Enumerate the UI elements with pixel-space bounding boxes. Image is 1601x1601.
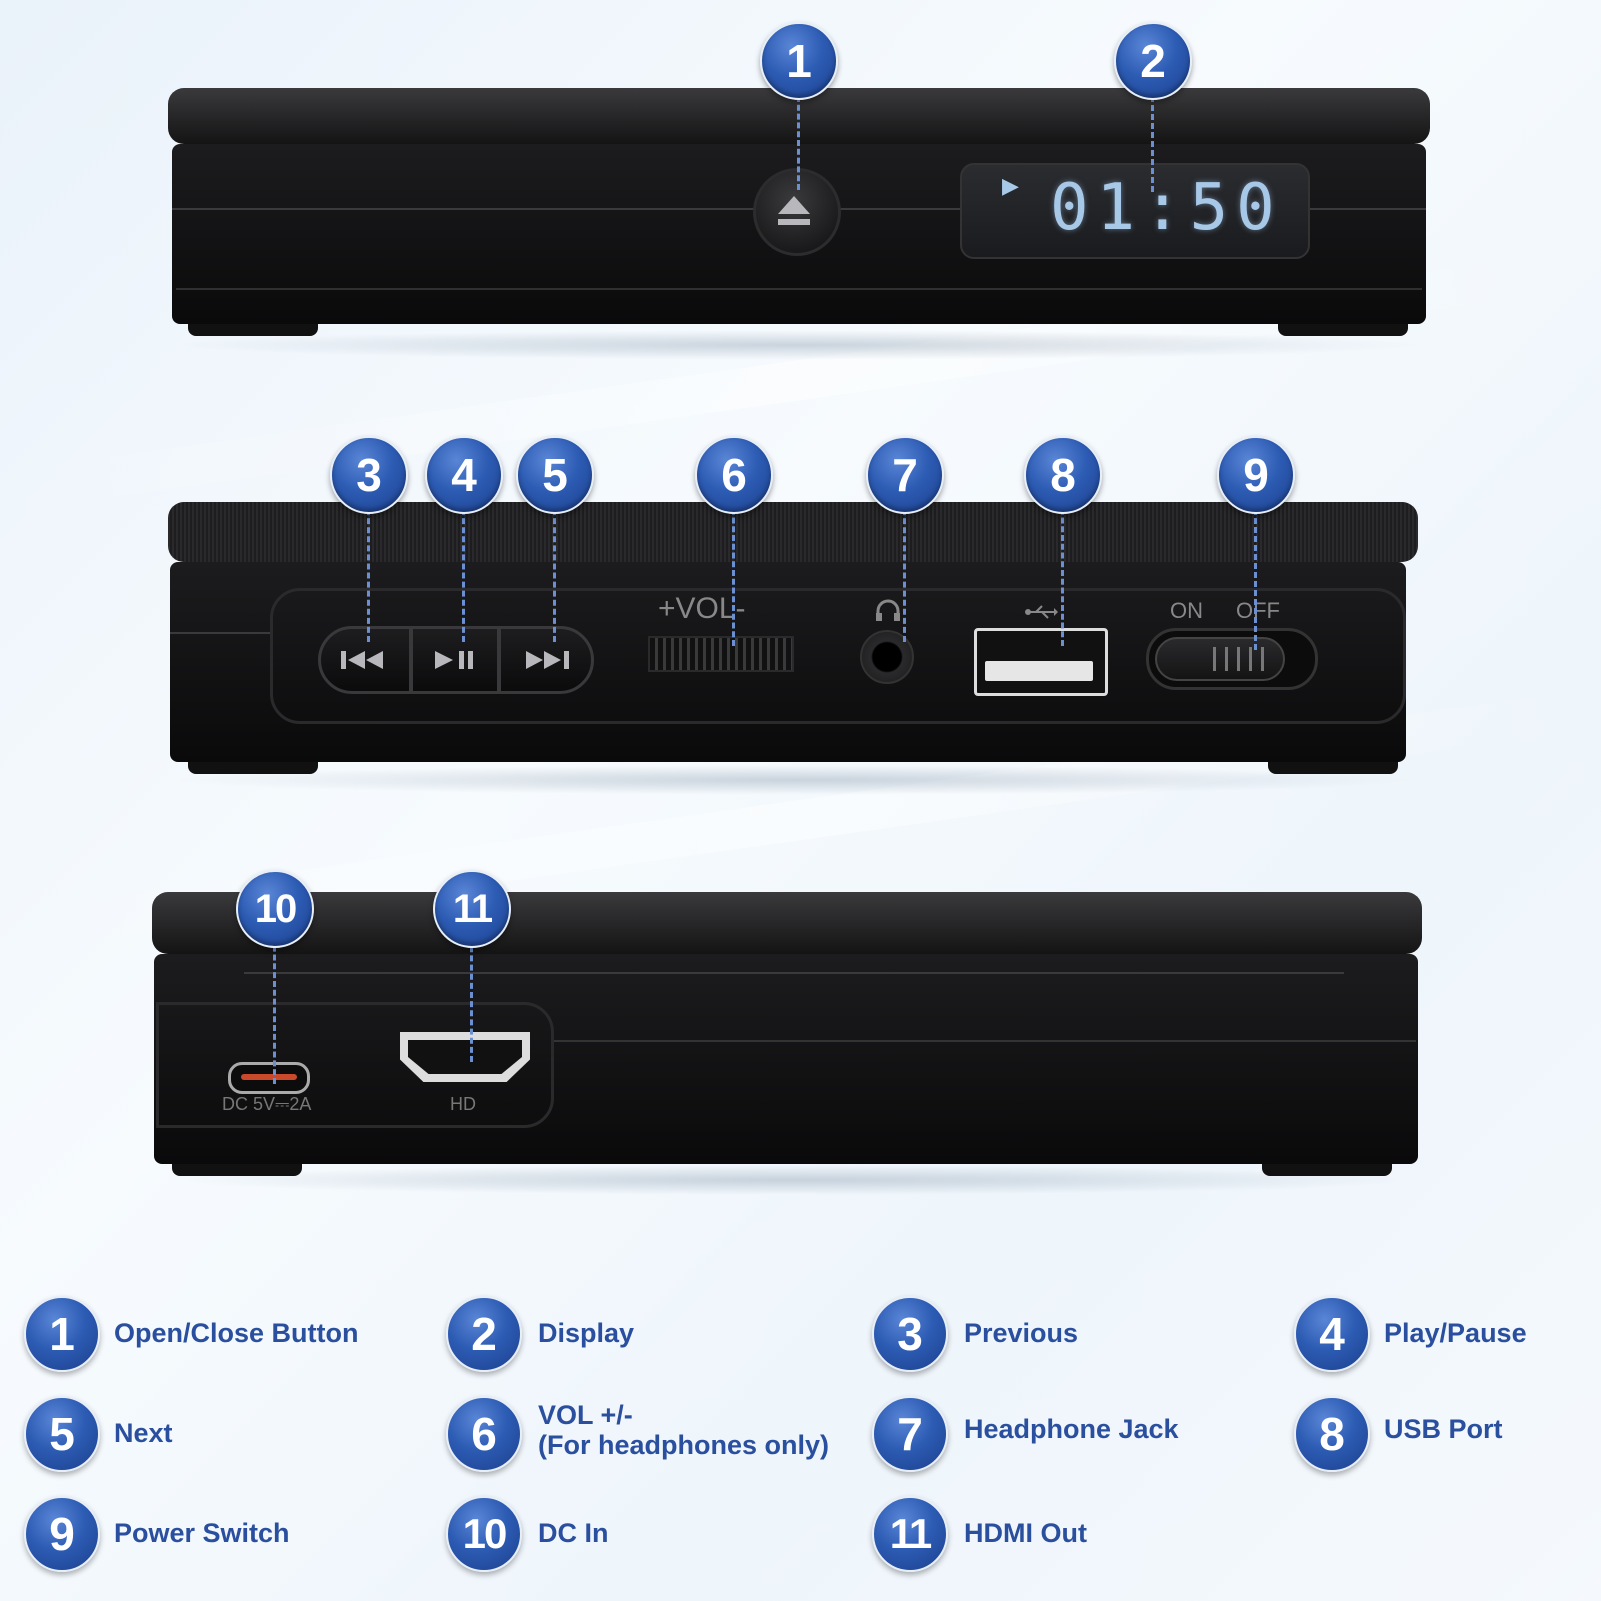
- lcd-display: ▶ 01:50: [960, 163, 1310, 259]
- control-panel: [270, 588, 1406, 724]
- legend-label: VOL +/-: [538, 1400, 633, 1430]
- legend-number: 10: [446, 1496, 522, 1572]
- vol-marking: +VOL-: [658, 592, 746, 625]
- callout-line: [903, 500, 906, 642]
- play-pause-button[interactable]: [410, 626, 500, 694]
- device-shadow: [160, 1165, 1420, 1195]
- legend-number: 2: [446, 1296, 522, 1372]
- eject-button[interactable]: [753, 168, 841, 256]
- callout-line: [462, 500, 465, 642]
- device-shadow: [170, 330, 1430, 360]
- callout-line: [1061, 500, 1064, 646]
- legend-label: DC In: [538, 1518, 609, 1548]
- device-foot: [188, 324, 318, 336]
- transport-buttons: [318, 626, 598, 694]
- next-button[interactable]: [498, 626, 594, 694]
- legend-number: 4: [1294, 1296, 1370, 1372]
- device-foot: [1262, 1164, 1392, 1176]
- device-shadow: [170, 765, 1420, 795]
- legend-number: 3: [872, 1296, 948, 1372]
- callout-line: [797, 96, 800, 190]
- callout-line: [1151, 96, 1154, 192]
- dc-in-port[interactable]: [228, 1062, 310, 1094]
- callout-4: 4: [425, 436, 503, 514]
- callout-1: 1: [760, 22, 838, 100]
- play-pause-icon: [435, 651, 473, 669]
- legend-number: 5: [24, 1396, 100, 1472]
- legend-number: 8: [1294, 1396, 1370, 1472]
- device-foot: [1278, 324, 1408, 336]
- hd-marking: HD: [450, 1094, 476, 1114]
- hdmi-out-port-inner: [408, 1040, 522, 1074]
- callout-2: 2: [1114, 22, 1192, 100]
- lcd-play-indicator: ▶: [1002, 173, 1019, 198]
- dc-marking: DC 5V⎓2A: [222, 1094, 312, 1114]
- power-switch[interactable]: [1146, 628, 1318, 690]
- previous-icon: [341, 651, 383, 669]
- lcd-time: 01:50: [1050, 171, 1283, 245]
- device-body: [154, 954, 1418, 1164]
- callout-5: 5: [516, 436, 594, 514]
- legend-number: 11: [872, 1496, 948, 1572]
- hdmi-out-port[interactable]: [400, 1032, 530, 1082]
- callout-8: 8: [1024, 436, 1102, 514]
- device-groove: [170, 632, 270, 634]
- legend-number: 7: [872, 1396, 948, 1472]
- callout-line: [1254, 500, 1257, 650]
- device-foot: [1268, 762, 1398, 774]
- callout-line: [273, 928, 276, 1084]
- device-groove: [552, 1040, 1416, 1042]
- callout-3: 3: [330, 436, 408, 514]
- legend-label: Power Switch: [114, 1518, 290, 1548]
- next-icon: [526, 651, 569, 669]
- legend-number: 1: [24, 1296, 100, 1372]
- usb-icon: [1025, 605, 1058, 619]
- device-front-view: +VOL- ON OFF: [168, 490, 1418, 780]
- legend-label: Next: [114, 1418, 173, 1448]
- usb-port-tongue: [985, 661, 1093, 681]
- device-foot: [172, 1164, 302, 1176]
- device-foot: [188, 762, 318, 774]
- legend-label: Headphone Jack: [964, 1414, 1179, 1444]
- callout-line: [470, 928, 473, 1062]
- legend-label: Play/Pause: [1384, 1318, 1527, 1348]
- eject-icon: [778, 196, 810, 225]
- legend-number: 6: [446, 1396, 522, 1472]
- usb-port[interactable]: [974, 628, 1108, 696]
- dc-in-port-tongue: [241, 1074, 297, 1080]
- power-on-label: ON: [1170, 598, 1203, 623]
- headphone-icon: [876, 599, 900, 621]
- callout-9: 9: [1217, 436, 1295, 514]
- legend-label: Display: [538, 1318, 635, 1348]
- callout-line: [732, 500, 735, 646]
- legend-label: HDMI Out: [964, 1518, 1087, 1548]
- device-side-view: DC 5V⎓2A HD: [152, 890, 1422, 1180]
- port-panel: [156, 1002, 554, 1128]
- device-lid: [152, 892, 1422, 954]
- power-switch-slider: [1155, 637, 1285, 681]
- legend-label-note: (For headphones only): [538, 1430, 830, 1460]
- volume-wheel[interactable]: [648, 636, 794, 672]
- callout-10: 10: [236, 870, 314, 948]
- power-off-label: OFF: [1236, 598, 1280, 623]
- legend-label: Open/Close Button: [114, 1318, 359, 1348]
- callout-6: 6: [695, 436, 773, 514]
- power-switch-grip: [1213, 647, 1269, 671]
- legend-number: 9: [24, 1496, 100, 1572]
- legend-label: Previous: [964, 1318, 1079, 1348]
- previous-button[interactable]: [318, 626, 412, 694]
- callout-line: [553, 500, 556, 642]
- device-groove: [176, 288, 1422, 290]
- device-groove: [244, 972, 1344, 974]
- callout-7: 7: [866, 436, 944, 514]
- callout-11: 11: [433, 870, 511, 948]
- callout-line: [367, 500, 370, 642]
- legend-label: USB Port: [1384, 1414, 1503, 1444]
